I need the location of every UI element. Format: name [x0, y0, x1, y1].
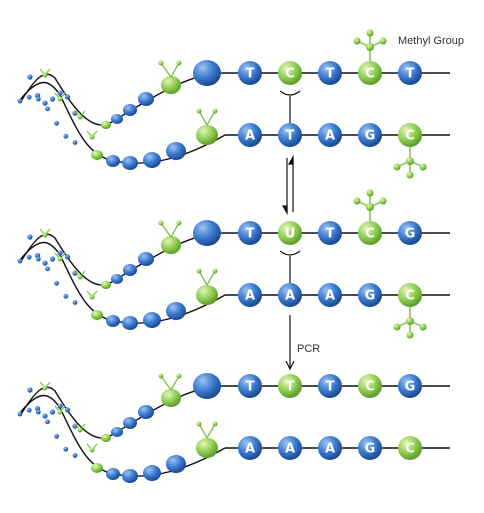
nucleotide-top-1: T: [238, 374, 262, 398]
nucleotide-letter: G: [405, 380, 416, 395]
nucleotide-bottom-1: A: [238, 123, 262, 147]
nucleotide-letter: C: [405, 129, 415, 144]
methyl-group-label: Methyl Group: [398, 35, 464, 47]
nucleotide-bottom-4: G: [358, 283, 382, 307]
nucleotide-top-5: G: [398, 221, 422, 245]
nucleotide-bead: [358, 123, 382, 147]
nucleotide-bead: [278, 61, 302, 85]
nucleotide-bead: [398, 283, 422, 307]
nucleotide-bead: [318, 436, 342, 460]
nucleotide-bead: [278, 221, 302, 245]
nucleotide-letter: A: [245, 442, 255, 457]
nucleotide-letter: T: [246, 67, 255, 82]
nucleotide-letter: C: [405, 289, 415, 304]
nucleotide-letter: A: [245, 129, 255, 144]
nucleotide-bead: [398, 61, 422, 85]
dna-panel-2: T U T C G A A A G C: [17, 189, 450, 339]
nucleotide-letter: A: [285, 289, 295, 304]
nucleotide-letter: T: [326, 380, 335, 395]
equilibrium-arrows: [281, 154, 294, 216]
nucleotide-bead: [358, 61, 382, 85]
nucleotide-bead: [238, 374, 262, 398]
nucleotide-bead: [318, 221, 342, 245]
nucleotide-bead: [318, 283, 342, 307]
nucleotide-bottom-5: C: [393, 283, 427, 339]
nucleotide-bottom-5: C: [398, 436, 422, 460]
nucleotide-bottom-2: A: [278, 436, 302, 460]
nucleotide-bottom-3: A: [318, 436, 342, 460]
nucleotide-letter: T: [286, 129, 295, 144]
nucleotide-bead: [238, 283, 262, 307]
nucleotide-bottom-1: A: [238, 436, 262, 460]
nucleotide-letter: U: [285, 227, 296, 242]
nucleotide-bead: [358, 436, 382, 460]
nucleotide-bottom-1: A: [238, 283, 262, 307]
nucleotide-bead: [318, 374, 342, 398]
nucleotide-letter: G: [365, 442, 376, 457]
nucleotide-top-3: T: [318, 374, 342, 398]
pcr-arrow: [285, 315, 295, 371]
nucleotide-bead: [278, 283, 302, 307]
nucleotide-bead: [238, 436, 262, 460]
nucleotide-letter: T: [246, 380, 255, 395]
nucleotide-letter: A: [325, 289, 335, 304]
nucleotide-letter: C: [365, 227, 375, 242]
nucleotide-bead: [398, 221, 422, 245]
nucleotide-letter: C: [405, 442, 415, 457]
nucleotide-top-2: C: [278, 61, 302, 85]
nucleotide-top-4: C: [358, 374, 382, 398]
pcr-label: PCR: [297, 343, 320, 355]
nucleotide-bead: [278, 436, 302, 460]
nucleotide-letter: A: [285, 442, 295, 457]
nucleotide-bead: [278, 123, 302, 147]
nucleotide-letter: T: [326, 67, 335, 82]
nucleotide-top-2: U: [278, 221, 302, 245]
nucleotide-top-2: T: [278, 374, 302, 398]
nucleotide-bead: [278, 374, 302, 398]
nucleotide-bottom-4: G: [358, 123, 382, 147]
nucleotide-bottom-3: A: [318, 123, 342, 147]
nucleotide-letter: A: [245, 289, 255, 304]
nucleotide-letter: A: [325, 129, 335, 144]
nucleotide-top-1: T: [238, 221, 262, 245]
nucleotide-letter: T: [246, 227, 255, 242]
nucleotide-bottom-5: C: [393, 123, 427, 179]
nucleotide-top-3: T: [318, 61, 342, 85]
nucleotide-top-3: T: [318, 221, 342, 245]
nucleotide-letter: G: [365, 289, 376, 304]
nucleotide-bead: [358, 221, 382, 245]
nucleotide-bead: [238, 123, 262, 147]
nucleotide-bead: [238, 61, 262, 85]
nucleotide-top-1: T: [238, 61, 262, 85]
nucleotide-letter: T: [286, 380, 295, 395]
nucleotide-letter: C: [365, 380, 375, 395]
nucleotide-bead: [398, 436, 422, 460]
nucleotide-top-5: G: [398, 374, 422, 398]
panels-layer: T C T C T A T A G C T U T C G A A A G C T T T C G A A A G C: [17, 29, 450, 483]
nucleotide-bead: [398, 123, 422, 147]
nucleotide-letter: G: [365, 129, 376, 144]
nucleotide-top-4: C: [353, 189, 387, 245]
nucleotide-top-5: T: [398, 61, 422, 85]
nucleotide-bead: [238, 221, 262, 245]
nucleotide-bead: [318, 123, 342, 147]
nucleotide-bead: [318, 61, 342, 85]
nucleotide-letter: T: [326, 227, 335, 242]
nucleotide-letter: G: [405, 227, 416, 242]
nucleotide-letter: C: [285, 67, 295, 82]
nucleotide-letter: A: [325, 442, 335, 457]
nucleotide-bead: [358, 374, 382, 398]
nucleotide-top-4: C: [353, 29, 387, 85]
nucleotide-bead: [358, 283, 382, 307]
nucleotide-bottom-2: T: [278, 123, 302, 147]
nucleotide-letter: T: [406, 67, 415, 82]
dna-panel-1: T C T C T A T A G C: [17, 29, 450, 179]
nucleotide-letter: C: [365, 67, 375, 82]
nucleotide-bottom-3: A: [318, 283, 342, 307]
nucleotide-bottom-2: A: [278, 283, 302, 307]
nucleotide-bead: [398, 374, 422, 398]
dna-panel-3: T T T C G A A A G C: [17, 373, 450, 483]
nucleotide-bottom-4: G: [358, 436, 382, 460]
